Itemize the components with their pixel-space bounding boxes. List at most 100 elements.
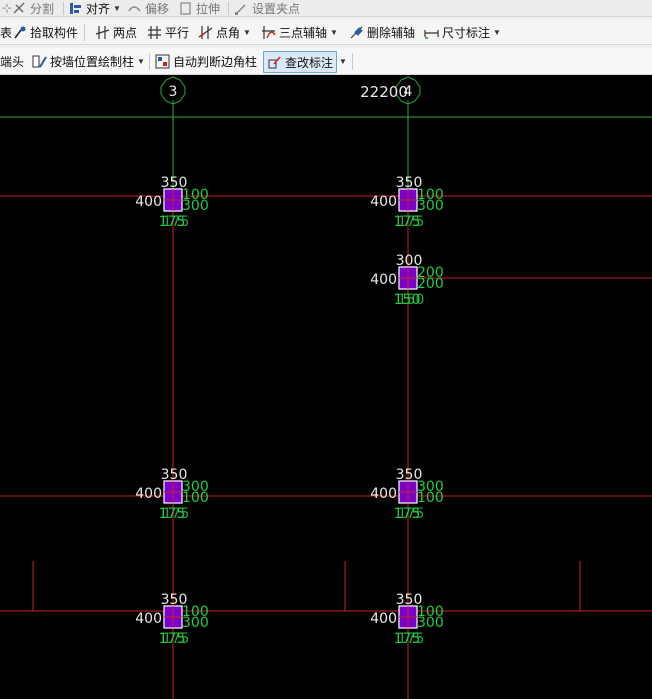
column-label-right-b: 300 xyxy=(417,198,444,214)
axis-bubble-3[interactable]: 3 xyxy=(160,76,186,105)
toolbar-row-column: 端头 按墙位置绘制柱 ▼ 自动判断边角柱 查改标注 ▼ xyxy=(0,48,652,75)
two-points-button[interactable]: 两点 xyxy=(95,20,137,44)
edit-annotation-dropdown-icon[interactable]: ▼ xyxy=(339,56,347,66)
partial-tool-row1[interactable]: 表 xyxy=(0,20,12,44)
column-label-bottom-b: 175 xyxy=(163,214,190,230)
column-label-left: 400 xyxy=(135,194,162,210)
column-label-top: 350 xyxy=(396,175,423,191)
delete-axis-button[interactable]: 删除辅轴 xyxy=(349,20,415,44)
partial-tool-row0[interactable]: ⊹ xyxy=(2,0,12,16)
column-label-top: 350 xyxy=(396,467,423,483)
auto-corner-column-button[interactable]: 自动判断边角柱 xyxy=(155,48,257,74)
dimension-label-top: 22200 xyxy=(360,83,408,101)
split-button[interactable]: 分割 xyxy=(12,0,54,16)
point-angle-dropdown-icon[interactable]: ▼ xyxy=(243,27,251,37)
partial-tool-row2[interactable]: 端头 xyxy=(0,48,24,74)
axis-bubble-4[interactable]: 4 xyxy=(395,76,421,105)
column-label-bottom-b: 175 xyxy=(163,506,190,522)
toolbar-gap xyxy=(0,17,652,20)
column-label-bottom-b: 175 xyxy=(398,214,425,230)
column-label-bottom-a: 175 xyxy=(394,506,421,522)
separator xyxy=(149,53,150,70)
draw-by-wall-label: 按墙位置绘制柱 xyxy=(50,54,135,69)
parallel-button[interactable]: 平行 xyxy=(147,20,189,44)
align-dropdown-icon[interactable]: ▼ xyxy=(113,3,121,13)
pick-component-label: 拾取构件 xyxy=(30,25,79,40)
toolbar-row-modify: ⊹ 分割 对齐 ▼ 偏移 拉伸 设置夹点 xyxy=(0,0,652,17)
column-label-right-b: 100 xyxy=(182,490,209,506)
point-angle-button[interactable]: 点角 ▼ xyxy=(198,20,251,44)
pick-component-button[interactable]: 拾取构件 xyxy=(12,20,78,44)
edit-annotation-icon xyxy=(268,55,281,68)
draw-by-wall-button[interactable]: 按墙位置绘制柱 ▼ xyxy=(32,48,145,74)
column-label-right-a: 300 xyxy=(182,479,209,495)
dimension-button[interactable]: 尺寸标注 ▼ xyxy=(424,20,501,44)
three-point-axis-dropdown-icon[interactable]: ▼ xyxy=(330,27,338,37)
column-label-top: 350 xyxy=(161,467,188,483)
column-label-right-a: 300 xyxy=(417,479,444,495)
column-label-right-a: 100 xyxy=(417,187,444,203)
column-label-right-b: 300 xyxy=(417,615,444,631)
toolbar-row-axis: 表 拾取构件 两点 平行 点角 ▼ 三点辅轴 ▼ 删除辅轴 尺寸标注 ▼ xyxy=(0,20,652,45)
separator xyxy=(228,2,229,15)
column-label-left: 400 xyxy=(370,611,397,627)
column-label-right-a: 100 xyxy=(182,187,209,203)
column-label-bottom-a: 175 xyxy=(159,506,186,522)
toolbar-gap xyxy=(0,45,652,48)
stretch-button[interactable]: 拉伸 xyxy=(178,0,220,16)
dimension-icon xyxy=(424,29,439,39)
column-label-bottom-b: 150 xyxy=(398,292,425,308)
column-label-right-a: 100 xyxy=(182,604,209,620)
stretch-icon xyxy=(180,1,191,15)
axis-bubble-4-outline xyxy=(395,76,421,105)
column-label-bottom-b: 175 xyxy=(163,631,190,647)
offset-button[interactable]: 偏移 xyxy=(127,0,169,16)
two-points-icon xyxy=(95,25,110,39)
column-label-top: 350 xyxy=(396,592,423,608)
align-label: 对齐 xyxy=(86,1,111,16)
column-label-left: 400 xyxy=(135,611,162,627)
column-label-left: 400 xyxy=(370,194,397,210)
set-grip-button[interactable]: 设置夹点 xyxy=(234,0,300,16)
edit-annotation-button[interactable]: 查改标注 xyxy=(263,51,338,73)
set-grip-label: 设置夹点 xyxy=(252,1,301,16)
column-label-bottom-b: 175 xyxy=(398,631,425,647)
column-label-bottom-a: 175 xyxy=(159,214,186,230)
column-label-top: 350 xyxy=(161,592,188,608)
grip-icon xyxy=(235,3,246,15)
split-label: 分割 xyxy=(30,1,55,16)
column-label-bottom-b: 175 xyxy=(398,506,425,522)
axis-label-3: 3 xyxy=(169,84,178,100)
column-label-bottom-a: 175 xyxy=(159,631,186,647)
column-label-bottom-a: 150 xyxy=(394,292,421,308)
column-label-right-b: 300 xyxy=(182,615,209,631)
parallel-icon xyxy=(148,25,161,39)
separator xyxy=(84,24,85,41)
partial-tool-row1-label: 表 xyxy=(0,25,13,40)
three-point-axis-icon xyxy=(262,25,276,39)
draw-by-wall-dropdown-icon[interactable]: ▼ xyxy=(137,56,145,66)
align-button[interactable]: 对齐 ▼ xyxy=(68,0,121,16)
two-points-label: 两点 xyxy=(113,25,138,40)
edit-annotation-dropdown[interactable]: ▼ xyxy=(339,48,347,74)
edit-annotation-label: 查改标注 xyxy=(285,55,334,70)
auto-corner-column-label: 自动判断边角柱 xyxy=(173,54,258,69)
offset-icon xyxy=(128,5,141,11)
three-point-axis-label: 三点辅轴 xyxy=(279,25,328,40)
three-point-axis-button[interactable]: 三点辅轴 ▼ xyxy=(261,20,338,44)
column-label-bottom-a: 175 xyxy=(394,631,421,647)
column-label-right-b: 200 xyxy=(417,276,444,292)
column-label-right-a: 100 xyxy=(417,604,444,620)
dimension-dropdown-icon[interactable]: ▼ xyxy=(493,27,501,37)
partial-tool-row0-icon: ⊹ xyxy=(2,1,13,15)
column-label-left: 400 xyxy=(370,272,397,288)
